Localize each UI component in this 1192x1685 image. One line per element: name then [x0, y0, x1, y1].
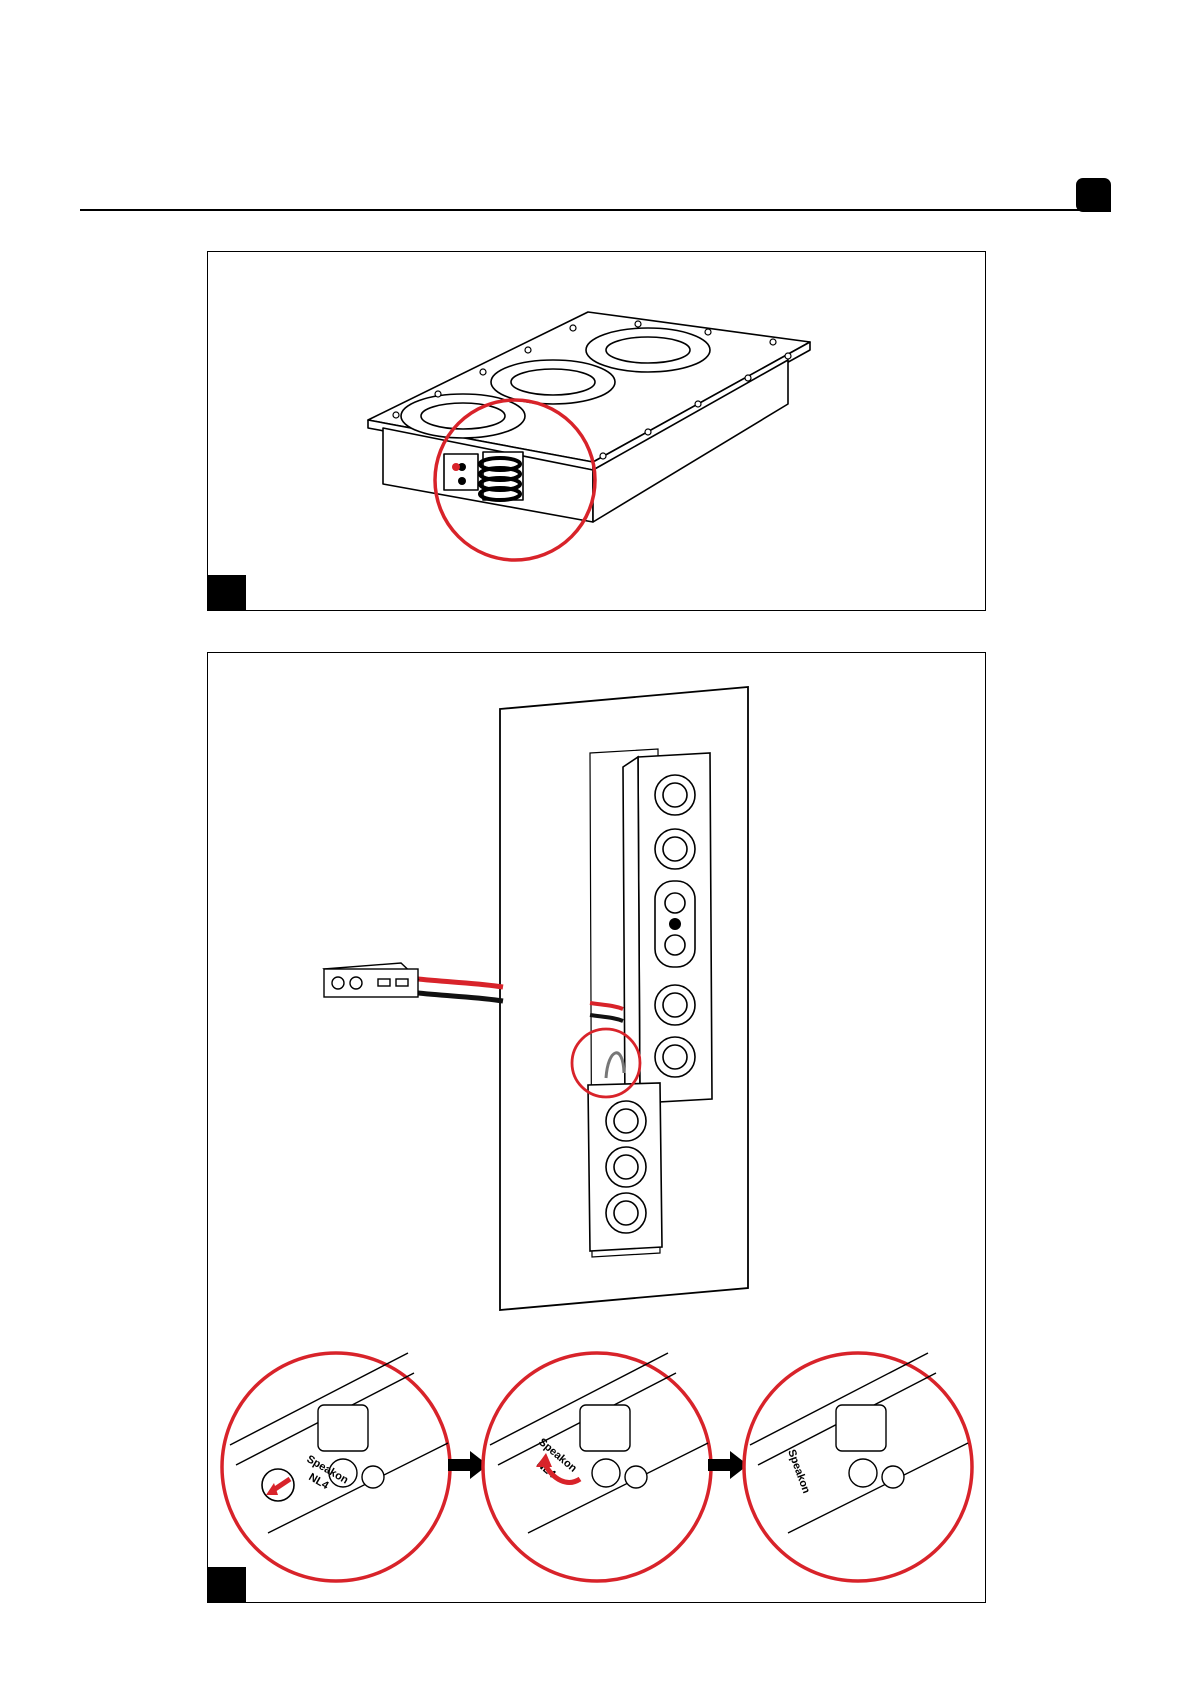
detail-step-1: Speakon NL4 — [222, 1353, 450, 1581]
figure-2-tag — [208, 1567, 246, 1602]
header-rule — [80, 209, 1110, 211]
detail-step-3: Speakon — [744, 1353, 972, 1581]
page-tab — [1076, 178, 1111, 212]
figure-2: Speakon NL4 Speakon NL4 Speakon — [207, 652, 986, 1603]
figure-1-tag — [208, 575, 246, 610]
arrow-right-icon — [708, 1451, 748, 1479]
figure-1 — [207, 251, 986, 611]
in-wall-speaker-illustration: Speakon NL4 Speakon NL4 Speakon — [208, 653, 987, 1604]
detail-step-2: Speakon NL4 — [483, 1353, 711, 1581]
ceiling-speaker-illustration — [208, 252, 987, 612]
